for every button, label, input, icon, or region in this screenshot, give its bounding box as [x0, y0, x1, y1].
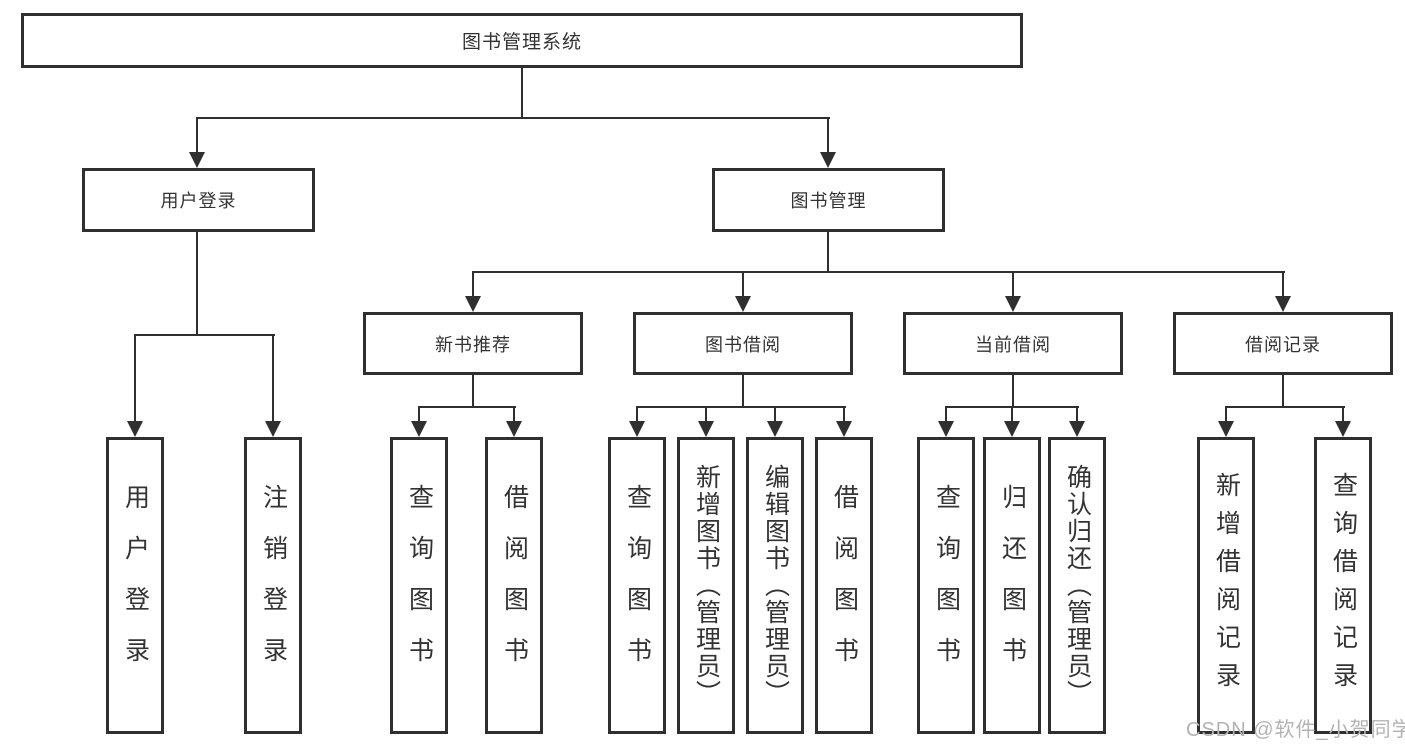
arrowhead-down-icon	[411, 421, 427, 437]
connector-line	[1011, 406, 1013, 423]
connector-line	[945, 406, 947, 423]
arrowhead-down-icon	[127, 421, 143, 437]
connector-line	[513, 406, 515, 423]
node-label: 图书管理	[790, 191, 867, 211]
node-label: 图书借阅	[705, 334, 781, 355]
arrowhead-down-icon	[189, 152, 205, 168]
node-label: 借阅记录	[1245, 334, 1321, 355]
node-label: 借阅图书	[500, 483, 529, 688]
node-label: 用户登录	[160, 191, 237, 211]
leaf-user-login: 用户登录	[106, 437, 164, 734]
leaf-edit-books-admin: 编辑图书（管理员）	[746, 437, 804, 734]
connector-line	[472, 271, 1285, 273]
connector-line	[742, 271, 744, 298]
connector-line	[774, 406, 776, 423]
leaf-current-query-books: 查询图书	[917, 437, 975, 734]
arrowhead-down-icon	[1335, 421, 1351, 437]
node-borrowing-records: 借阅记录	[1173, 312, 1393, 375]
node-label: 确认归还（管理员）	[1063, 464, 1092, 707]
node-label: 归还图书	[998, 483, 1027, 688]
node-label: 新增借阅记录	[1212, 471, 1241, 700]
connector-line	[1282, 375, 1284, 408]
node-label: 用户登录	[121, 483, 150, 688]
arrowhead-down-icon	[820, 152, 836, 168]
connector-line	[472, 375, 474, 408]
connector-line	[742, 375, 744, 408]
arrowhead-down-icon	[698, 421, 714, 437]
connector-line	[843, 406, 845, 423]
arrowhead-down-icon	[938, 421, 954, 437]
connector-line	[134, 334, 136, 422]
node-label: 查询图书	[623, 483, 652, 688]
connector-line	[196, 232, 198, 336]
leaf-borrowing-query-books: 查询图书	[608, 437, 666, 734]
node-label: 新书推荐	[435, 334, 511, 355]
node-label: 借阅图书	[830, 483, 859, 688]
arrowhead-down-icon	[1004, 421, 1020, 437]
connector-line	[827, 232, 829, 273]
connector-line	[418, 406, 420, 423]
node-book-borrowing: 图书借阅	[633, 312, 853, 375]
arrowhead-down-icon	[735, 296, 751, 312]
arrowhead-down-icon	[836, 421, 852, 437]
connector-line	[827, 117, 829, 153]
leaf-confirm-return-admin: 确认归还（管理员）	[1048, 437, 1106, 734]
connector-line	[1282, 271, 1284, 298]
connector-line	[1342, 406, 1344, 423]
node-label: 当前借阅	[975, 334, 1051, 355]
node-label: 编辑图书（管理员）	[761, 464, 790, 707]
arrowhead-down-icon	[1218, 421, 1234, 437]
node-user-login-group: 用户登录	[82, 168, 315, 232]
arrowhead-down-icon	[1005, 296, 1021, 312]
leaf-newbooks-query-books: 查询图书	[390, 437, 448, 734]
arrowhead-down-icon	[767, 421, 783, 437]
node-root-library-system: 图书管理系统	[21, 13, 1023, 68]
node-label: 查询借阅记录	[1329, 471, 1358, 700]
connector-line	[472, 271, 474, 298]
connector-line	[636, 406, 638, 423]
leaf-query-borrow-record: 查询借阅记录	[1314, 437, 1372, 734]
node-new-books: 新书推荐	[363, 312, 583, 375]
connector-line	[705, 406, 707, 423]
leaf-borrow-books: 借阅图书	[815, 437, 873, 734]
node-book-management-group: 图书管理	[712, 168, 945, 232]
connector-line	[418, 406, 516, 408]
connector-line	[636, 406, 846, 408]
leaf-return-books: 归还图书	[983, 437, 1041, 734]
arrowhead-down-icon	[465, 296, 481, 312]
leaf-add-books-admin: 新增图书（管理员）	[677, 437, 735, 734]
node-label: 图书管理系统	[461, 32, 582, 53]
arrowhead-down-icon	[265, 421, 281, 437]
connector-line	[196, 117, 830, 119]
arrowhead-down-icon	[629, 421, 645, 437]
node-label: 查询图书	[932, 483, 961, 688]
node-current-borrowing: 当前借阅	[903, 312, 1123, 375]
node-label: 新增图书（管理员）	[692, 464, 721, 707]
arrowhead-down-icon	[506, 421, 522, 437]
arrowhead-down-icon	[1069, 421, 1085, 437]
node-label: 注销登录	[259, 483, 288, 688]
connector-line	[134, 334, 275, 336]
connector-line	[196, 117, 198, 153]
connector-line	[521, 68, 523, 118]
leaf-newbooks-borrow-books: 借阅图书	[485, 437, 543, 734]
connector-line	[272, 334, 274, 422]
connector-line	[1076, 406, 1078, 423]
connector-line	[1225, 406, 1345, 408]
leaf-logout: 注销登录	[244, 437, 302, 734]
csdn-watermark: CSDN @软件_小贺同学	[1186, 719, 1405, 741]
node-label: 查询图书	[405, 483, 434, 688]
connector-line	[1012, 271, 1014, 298]
connector-line	[1012, 375, 1014, 408]
arrowhead-down-icon	[1275, 296, 1291, 312]
connector-line	[1225, 406, 1227, 423]
leaf-add-borrow-record: 新增借阅记录	[1197, 437, 1255, 734]
